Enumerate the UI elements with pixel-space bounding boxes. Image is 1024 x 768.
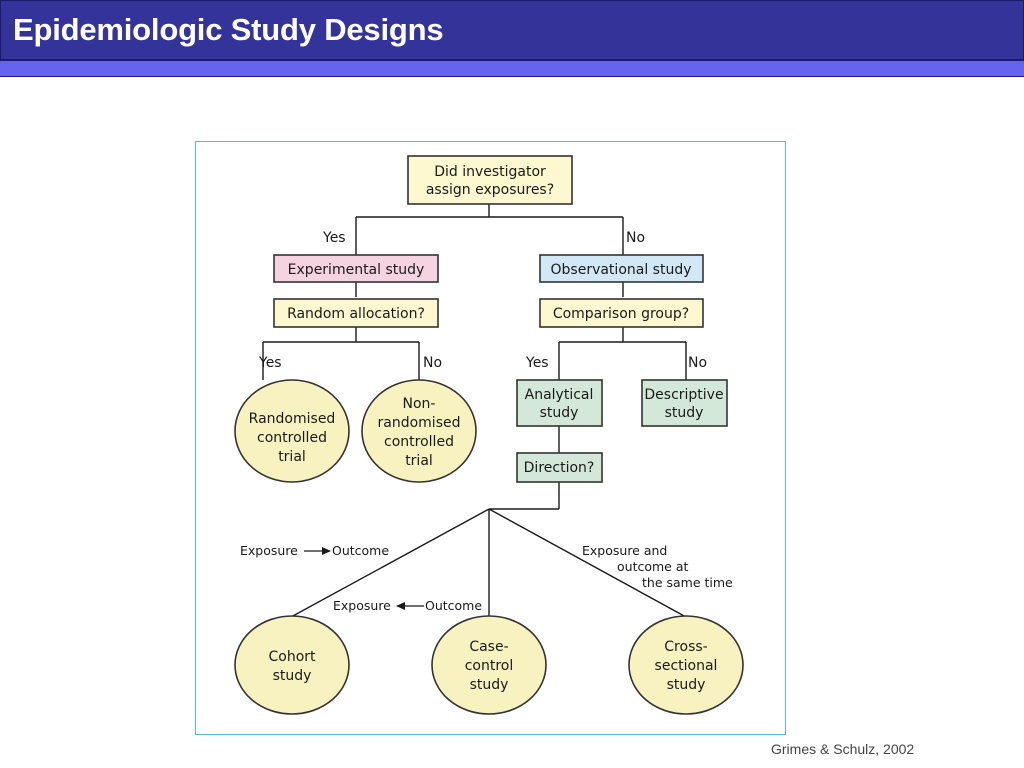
title-accent-stripe xyxy=(0,60,1024,77)
rct-line-2: controlled xyxy=(257,430,327,446)
experimental-study-box: Experimental study xyxy=(273,254,439,283)
forward-outcome-text: Outcome xyxy=(332,543,389,558)
case-control-line-2: control xyxy=(465,658,514,674)
page-title: Epidemiologic Study Designs xyxy=(13,12,444,47)
descriptive-study-box: Descriptive study xyxy=(641,379,728,427)
cross-sectional-line-3: study xyxy=(667,677,706,693)
same-time-line-1: Exposure and xyxy=(582,543,667,558)
comparison-no-label: No xyxy=(688,355,707,371)
root-no-label: No xyxy=(626,230,645,246)
direction-question-box: Direction? xyxy=(516,452,603,483)
descriptive-line-1: Descriptive xyxy=(644,387,723,403)
outcome-to-exposure-label: Exposure Outcome xyxy=(333,598,482,613)
non-rct-line-1: Non- xyxy=(403,396,436,412)
comparison-group-question-box: Comparison group? xyxy=(539,298,704,328)
connector-lines xyxy=(262,204,687,618)
cohort-line-2: study xyxy=(273,668,312,684)
title-bar: Epidemiologic Study Designs xyxy=(0,0,1024,60)
study-design-flowchart: Did investigator assign exposures? Yes N… xyxy=(195,141,786,735)
cohort-line-1: Cohort xyxy=(268,649,316,665)
cross-sectional-line-1: Cross- xyxy=(664,639,707,655)
non-randomised-controlled-trial-node: Non- randomised controlled trial xyxy=(361,379,477,483)
descriptive-line-2: study xyxy=(665,405,704,421)
same-time-line-3: the same time xyxy=(642,575,733,590)
forward-exposure-text: Exposure xyxy=(240,543,298,558)
case-control-study-node: Case- control study xyxy=(431,615,547,715)
random-allocation-question-box: Random allocation? xyxy=(273,298,439,328)
root-question-line-2: assign exposures? xyxy=(426,182,554,198)
backward-exposure-text: Exposure xyxy=(333,598,391,613)
non-rct-line-4: trial xyxy=(405,453,433,469)
comparison-yes-label: Yes xyxy=(525,355,549,371)
random-yes-label: Yes xyxy=(258,355,282,371)
random-allocation-label: Random allocation? xyxy=(287,306,425,322)
case-control-line-3: study xyxy=(470,677,509,693)
root-question-line-1: Did investigator xyxy=(434,164,546,180)
case-control-line-1: Case- xyxy=(469,639,508,655)
citation-text: Grimes & Schulz, 2002 xyxy=(771,741,915,757)
non-rct-line-2: randomised xyxy=(378,415,461,431)
same-time-line-2: outcome at xyxy=(617,559,688,574)
root-yes-label: Yes xyxy=(322,230,346,246)
cohort-study-node: Cohort study xyxy=(234,615,350,715)
rct-line-3: trial xyxy=(278,449,306,465)
non-rct-line-3: controlled xyxy=(384,434,454,450)
experimental-study-label: Experimental study xyxy=(288,262,425,278)
analytical-line-2: study xyxy=(540,405,579,421)
backward-outcome-text: Outcome xyxy=(425,598,482,613)
randomised-controlled-trial-node: Randomised controlled trial xyxy=(234,379,350,483)
same-time-label: Exposure and outcome at the same time xyxy=(582,543,733,590)
cross-sectional-line-2: sectional xyxy=(655,658,718,674)
exposure-to-outcome-label: Exposure Outcome xyxy=(240,543,389,558)
random-no-label: No xyxy=(423,355,442,371)
rct-line-1: Randomised xyxy=(249,411,336,427)
analytical-line-1: Analytical xyxy=(525,387,594,403)
analytical-study-box: Analytical study xyxy=(516,379,603,427)
comparison-group-label: Comparison group? xyxy=(553,306,689,322)
observational-study-box: Observational study xyxy=(539,254,704,283)
assign-exposure-question-box: Did investigator assign exposures? xyxy=(407,155,573,205)
direction-label: Direction? xyxy=(524,460,595,476)
cross-sectional-study-node: Cross- sectional study xyxy=(628,615,744,715)
observational-study-label: Observational study xyxy=(551,262,692,278)
